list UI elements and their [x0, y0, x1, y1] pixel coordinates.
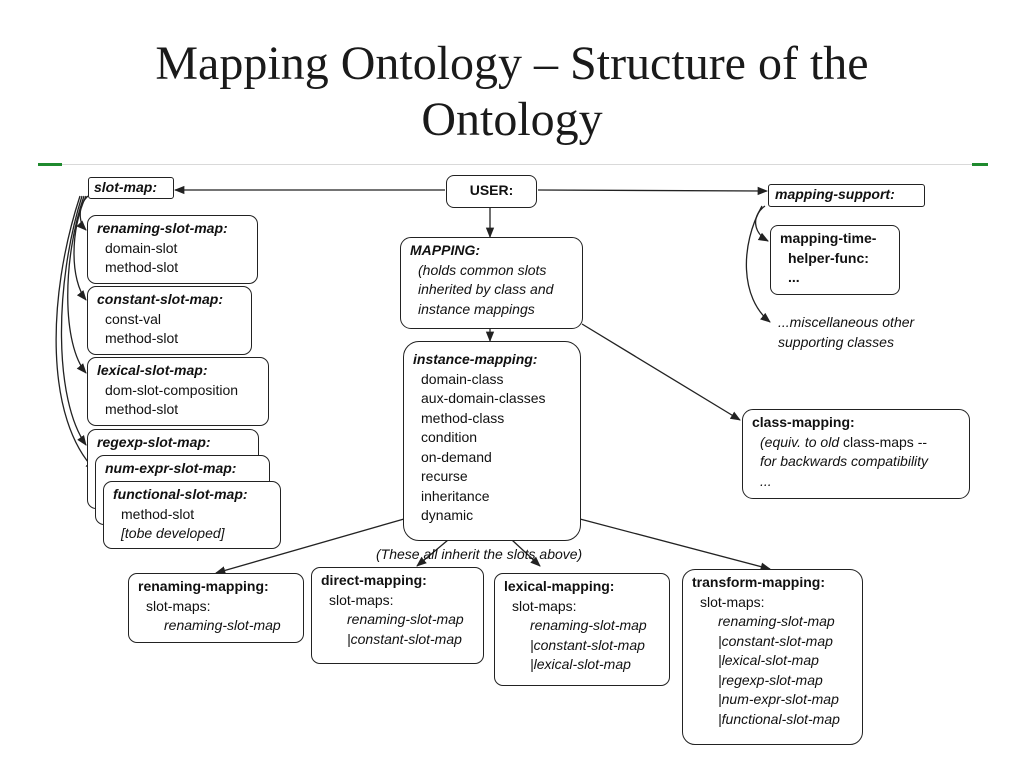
arrow-instance-renaming: [215, 518, 405, 575]
renaming-slot-map-slot: domain-slot: [105, 239, 178, 256]
lexical-mapping-slot-label: slot-maps:: [512, 597, 577, 614]
renaming-mapping-title: renaming-mapping:: [138, 578, 269, 594]
transform-mapping-map: |regexp-slot-map: [718, 671, 823, 688]
regexp-slot-map-title: regexp-slot-map:: [97, 434, 211, 450]
class-mapping-note: (equiv. to old: [760, 433, 840, 450]
instance-mapping-slot: on-demand: [421, 448, 492, 465]
transform-mapping-title: transform-mapping:: [692, 574, 825, 590]
arrow-support-misc: [745, 205, 771, 323]
class-mapping-note: for backwards compatibility: [760, 453, 929, 469]
instance-mapping-slot: method-class: [421, 409, 505, 426]
lexical-slot-map-slot: method-slot: [105, 401, 179, 417]
lexical-mapping-map: renaming-slot-map: [530, 617, 647, 633]
direct-mapping-map: |constant-slot-map: [347, 630, 462, 647]
transform-mapping-slot-label: slot-maps:: [700, 593, 765, 610]
renaming-mapping-map: renaming-slot-map: [164, 617, 281, 633]
arrow-slot-renaming: [76, 195, 89, 231]
instance-mapping-title: instance-mapping:: [413, 351, 538, 367]
functional-slot-map-title: functional-slot-map:: [113, 486, 248, 502]
functional-slot-map-note: [tobe developed]: [121, 525, 225, 541]
constant-slot-map-box: constant-slot-map: const-val method-slot: [87, 286, 252, 355]
mapping-time-helper-line: mapping-time-: [780, 230, 877, 246]
title-rule-accent-left: [38, 163, 62, 166]
constant-slot-map-slot: method-slot: [105, 330, 179, 346]
title-rule-accent-right: [972, 163, 988, 166]
arrow-support-helper: [754, 205, 769, 242]
arrow-slot-numexpr: [55, 195, 96, 471]
lexical-mapping-box: lexical-mapping: slot-maps: renaming-slo…: [494, 573, 670, 686]
class-mapping-title: class-mapping:: [752, 414, 855, 430]
title-rule: [62, 164, 972, 165]
transform-mapping-map: |constant-slot-map: [718, 632, 833, 649]
title-line-2: Ontology: [421, 93, 603, 146]
arrow-user-mapping-support: [537, 186, 769, 196]
renaming-slot-map-slot: method-slot: [105, 259, 179, 275]
direct-mapping-title: direct-mapping:: [321, 572, 427, 588]
mapping-title: MAPPING:: [410, 242, 480, 258]
lexical-slot-map-box: lexical-slot-map: dom-slot-composition m…: [87, 357, 269, 426]
class-mapping-note: ...: [760, 472, 772, 489]
instance-mapping-box: instance-mapping: domain-class aux-domai…: [403, 341, 581, 541]
lexical-slot-map-slot: dom-slot-composition: [105, 381, 239, 398]
direct-mapping-map: renaming-slot-map: [347, 611, 464, 627]
class-mapping-note: class-maps --: [843, 433, 928, 450]
slot-map-box: slot-map:: [88, 177, 174, 199]
class-mapping-box: class-mapping: (equiv. to old class-maps…: [742, 409, 970, 499]
instance-mapping-slot: aux-domain-classes: [421, 390, 546, 406]
misc-line: supporting classes: [778, 333, 894, 350]
constant-slot-map-title: constant-slot-map:: [97, 291, 223, 307]
mapping-time-helper-line: helper-func:: [788, 249, 869, 266]
mapping-support-box: mapping-support:: [768, 184, 925, 207]
transform-mapping-map: |functional-slot-map: [718, 710, 840, 727]
mapping-line: instance mappings: [418, 300, 535, 317]
arrow-mapping-class: [581, 323, 741, 421]
arrow-slot-lexical: [67, 195, 87, 374]
constant-slot-map-slot: const-val: [105, 310, 162, 327]
renaming-slot-map-box: renaming-slot-map: domain-slot method-sl…: [87, 215, 258, 284]
transform-mapping-map: |num-expr-slot-map: [718, 691, 839, 707]
misc-line: ...miscellaneous other: [778, 314, 915, 330]
transform-mapping-box: transform-mapping: slot-maps: renaming-s…: [682, 569, 863, 745]
renaming-slot-map-title: renaming-slot-map:: [97, 220, 228, 236]
mapping-support-label: mapping-support:: [775, 186, 895, 202]
mapping-time-helper-box: mapping-time- helper-func: ...: [770, 225, 900, 295]
num-expr-slot-map-title: num-expr-slot-map:: [105, 460, 237, 476]
arrow-slot-regexp: [60, 195, 87, 446]
lexical-mapping-map: |lexical-slot-map: [530, 656, 631, 672]
functional-slot-map-box: functional-slot-map: method-slot [tobe d…: [103, 481, 281, 549]
direct-mapping-slot-label: slot-maps:: [329, 591, 394, 608]
functional-slot-map-slot: method-slot: [121, 505, 195, 522]
instance-mapping-slot: condition: [421, 429, 478, 445]
lexical-mapping-title: lexical-mapping:: [504, 578, 615, 594]
misc-supporting-label: ...miscellaneous other supporting classe…: [778, 313, 914, 352]
arrow-slot-constant: [73, 195, 87, 301]
transform-mapping-map: |lexical-slot-map: [718, 652, 819, 668]
user-box: USER:: [446, 175, 537, 208]
arrow-instance-transform: [579, 518, 772, 571]
slide-title: Mapping Ontology – Structure of the Onto…: [0, 36, 1024, 148]
slot-map-label: slot-map:: [94, 179, 157, 195]
renaming-mapping-box: renaming-mapping: slot-maps: renaming-sl…: [128, 573, 304, 643]
arrow-instance-direct: [416, 539, 449, 567]
instance-mapping-slot: recurse: [421, 468, 468, 484]
lexical-mapping-map: |constant-slot-map: [530, 636, 645, 653]
instance-mapping-slot: dynamic: [421, 507, 474, 523]
mapping-line: inherited by class and: [418, 281, 554, 297]
renaming-mapping-slot-label: slot-maps:: [146, 597, 211, 614]
mapping-line: (holds common slots: [418, 261, 547, 278]
instance-mapping-slot: inheritance: [421, 487, 490, 504]
inherit-note: (These all inherit the slots above): [376, 546, 583, 562]
user-label: USER:: [469, 182, 514, 198]
direct-mapping-box: direct-mapping: slot-maps: renaming-slot…: [311, 567, 484, 664]
lexical-slot-map-title: lexical-slot-map:: [97, 362, 208, 378]
title-line-1: Mapping Ontology – Structure of the: [155, 37, 869, 90]
mapping-time-helper-line: ...: [788, 269, 800, 285]
instance-mapping-slot: domain-class: [421, 370, 504, 387]
transform-mapping-map: renaming-slot-map: [718, 613, 835, 629]
mapping-box: MAPPING: (holds common slots inherited b…: [400, 237, 583, 329]
arrow-instance-lexical: [511, 539, 541, 567]
